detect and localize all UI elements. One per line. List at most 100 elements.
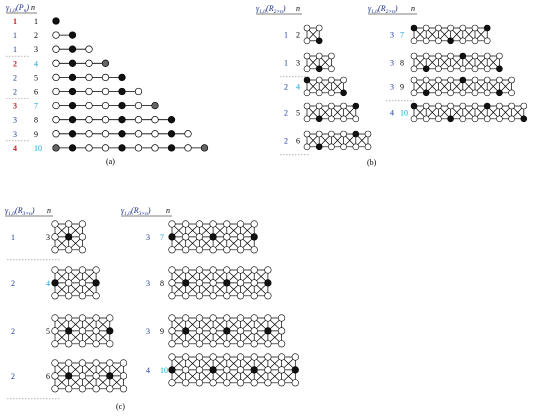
grid-vertex <box>92 292 100 300</box>
grid-graph <box>51 220 86 254</box>
gamma-value: 2 <box>284 108 288 117</box>
grid-vertex <box>328 52 335 60</box>
grid-vertex <box>78 385 86 393</box>
grid-graph <box>168 220 258 254</box>
grid-vertex <box>315 130 323 138</box>
grid-vertex <box>182 366 190 374</box>
grid-vertex <box>422 76 430 84</box>
grid-vertex <box>315 52 323 60</box>
grid-vertex <box>303 89 311 97</box>
grid-vertex <box>51 385 59 393</box>
n-value: 3 <box>46 233 50 242</box>
gamma-value: 2 <box>284 82 288 91</box>
grid-vertex <box>291 353 299 361</box>
grid-vertex <box>250 314 258 322</box>
gamma-value: 3 <box>13 102 17 111</box>
grid-vertex <box>508 115 515 123</box>
grid-vertex <box>195 292 203 300</box>
path-vertex <box>68 87 77 96</box>
grid-vertex <box>78 359 86 367</box>
grid-vertex <box>236 327 245 335</box>
grid-vertex <box>328 65 335 73</box>
path-vertex <box>68 116 77 124</box>
grid-vertex <box>236 246 245 254</box>
grid-vertex <box>195 314 203 322</box>
grid-vertex <box>223 233 231 241</box>
grid-vertex <box>223 353 231 361</box>
column-header: γ1,0(R3×n) n <box>5 206 53 217</box>
grid-vertex <box>435 52 442 60</box>
grid-vertex <box>65 359 73 367</box>
grid-vertex <box>195 246 203 254</box>
gamma-value: 2 <box>11 279 15 288</box>
path-vertex <box>52 59 60 67</box>
path-vertex <box>118 130 126 138</box>
grid-vertex <box>410 37 418 45</box>
grid-vertex <box>447 65 454 73</box>
grid-vertex <box>223 292 231 300</box>
n-value: 4 <box>296 82 300 91</box>
grid-vertex <box>328 76 335 84</box>
grid-vertex <box>51 314 59 322</box>
column-header: γ1,0(R2×n)n <box>256 4 302 15</box>
grid-vertex <box>223 314 231 322</box>
path-vertex <box>151 130 159 138</box>
n-value: 8 <box>400 58 404 67</box>
path-vertex <box>52 87 60 96</box>
grid-vertex <box>471 76 479 84</box>
grid-graph <box>410 102 528 123</box>
grid-vertex <box>78 340 86 348</box>
grid-vertex <box>182 353 190 361</box>
grid-vertex <box>65 385 73 393</box>
grid-vertex <box>78 246 86 254</box>
grid-vertex <box>209 220 217 228</box>
gamma-value: 1 <box>13 45 17 54</box>
grid-vertex <box>315 115 323 123</box>
grid-vertex <box>422 24 430 32</box>
caption-c: (c) <box>116 402 125 411</box>
gamma-label: γ1,0(R3×n) <box>121 206 151 217</box>
grid-vertex <box>435 37 442 45</box>
n-label: n <box>296 4 300 13</box>
n-value: 7 <box>34 102 38 111</box>
caption-b: (b) <box>367 158 377 167</box>
grid-vertex <box>236 279 245 287</box>
path-vertex <box>85 101 93 110</box>
grid-vertex <box>483 24 491 32</box>
path-vertex <box>151 101 159 110</box>
grid-vertex <box>471 102 479 110</box>
grid-vertex <box>250 279 258 287</box>
grid-vertex <box>209 353 217 361</box>
grid-vertex <box>168 379 176 387</box>
grid-vertex <box>291 379 299 387</box>
grid-vertex <box>168 353 176 361</box>
grid-vertex <box>328 143 335 151</box>
path-vertex <box>151 144 159 152</box>
grid-vertex <box>51 359 59 367</box>
path-vertex <box>151 116 159 124</box>
grid-vertex <box>447 24 454 32</box>
grid-vertex <box>483 37 491 45</box>
grid-vertex <box>264 266 272 274</box>
n-value: 5 <box>34 73 38 82</box>
n-value: 6 <box>34 88 38 97</box>
path-vertex <box>134 144 143 152</box>
path-vertex <box>101 87 110 96</box>
path-vertex <box>101 59 110 67</box>
grid-vertex <box>410 24 418 32</box>
grid-vertex <box>250 246 258 254</box>
n-label: n <box>47 206 51 215</box>
grid-vertex <box>508 102 515 110</box>
grid-vertex <box>168 327 176 335</box>
grid-vertex <box>483 102 491 110</box>
grid-vertex <box>340 143 347 151</box>
grid-vertex <box>435 76 442 84</box>
grid-vertex <box>410 102 418 110</box>
path-vertex <box>68 130 77 138</box>
gamma-label: γ1,0(R3×n) <box>5 206 35 217</box>
grid-vertex <box>168 314 176 322</box>
